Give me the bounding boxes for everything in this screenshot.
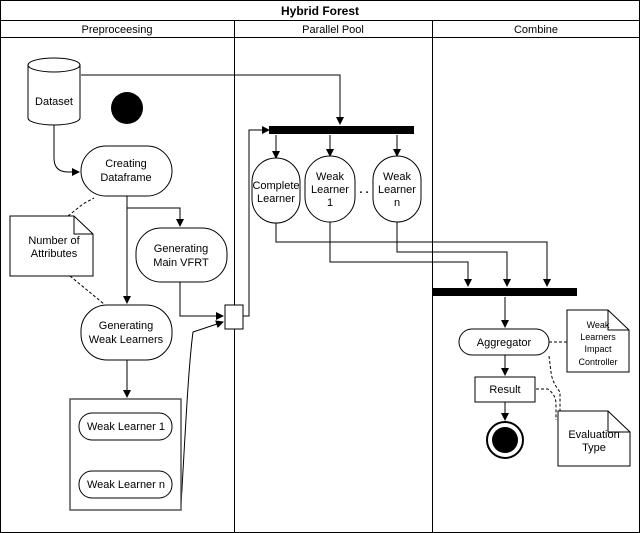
weak-learner-n-pill-label: Weak Learner n (87, 479, 165, 491)
weak-learner-n-node-label-3: n (394, 197, 400, 209)
impact-controller-label-4: Controller (578, 357, 617, 367)
dataset-label: Dataset (35, 96, 73, 108)
result-node: Result (474, 376, 536, 403)
aggregator-label: Aggregator (477, 337, 532, 349)
weak-learner-group: Weak Learner 1 Weak Learner n (69, 398, 182, 511)
edge-group-to-pin (180, 320, 224, 506)
note-link-impact-result (548, 355, 561, 411)
result-label: Result (489, 384, 520, 396)
impact-controller-label-3: Impact (584, 344, 612, 354)
note-link-attributes-weak-learners (69, 275, 105, 305)
weak-learner-n-node: Weak Learner n (372, 155, 422, 223)
creating-dataframe-node: Creating Dataframe (80, 145, 173, 197)
impact-controller-note: Weak Learners Impact Controller (566, 309, 630, 373)
start-node (111, 92, 143, 124)
edge-weak-n-to-join (396, 222, 511, 287)
weak-learner-1-node-label-2: Learner (311, 184, 349, 196)
generating-weak-learners-label-2: Weak Learners (89, 334, 164, 346)
generating-weak-learners-label-1: Generating (99, 320, 153, 332)
edge-dataframe-to-vfrt (126, 196, 184, 227)
merge-pin (224, 304, 244, 330)
number-of-attributes-note: Number of Attributes (9, 215, 94, 277)
lane-title-combine: Combine (514, 24, 558, 36)
weak-learner-n-node-label-1: Weak (383, 171, 411, 183)
weak-learner-n-pill (78, 470, 173, 499)
weak-learner-1-pill-label: Weak Learner 1 (87, 421, 165, 433)
evaluation-type-label-1: Evaluation (568, 429, 619, 441)
edge-weak-1-to-join (329, 222, 472, 287)
weak-learner-1-node-label-1: Weak (316, 171, 344, 183)
join-bar (432, 288, 577, 296)
aggregator-node: Aggregator (458, 328, 550, 356)
impact-controller-label-2: Learners (580, 332, 616, 342)
end-node (486, 421, 524, 459)
number-of-attributes-label-2: Attributes (31, 248, 78, 260)
weak-learner-1-pill (78, 412, 173, 441)
weak-learner-1-node: Weak Learner 1 (304, 155, 356, 223)
edge-pin-to-fork (243, 126, 270, 317)
edge-dataset-to-fork (81, 74, 344, 125)
evaluation-type-label-2: Type (582, 442, 606, 454)
lane-title-preprocessing: Preproceesing (82, 24, 153, 36)
complete-learner-node: Complete Learner (251, 157, 301, 224)
dataset-node: Dataset (27, 57, 81, 126)
evaluation-type-note: Evaluation Type (557, 410, 631, 467)
complete-learner-label-2: Learner (257, 193, 295, 205)
number-of-attributes-label-1: Number of (28, 235, 80, 247)
learners-ellipsis: . . (359, 184, 368, 196)
lane-title-parallel-pool: Parallel Pool (302, 24, 364, 36)
generating-weak-learners-node: Generating Weak Learners (80, 304, 173, 361)
generating-main-vfrt-node: Generating Main VFRT (135, 227, 228, 283)
edge-dataset-to-dataframe (53, 124, 80, 176)
weak-learner-1-node-label-3: 1 (327, 197, 333, 209)
creating-dataframe-label-1: Creating (105, 158, 147, 170)
note-link-evaluation-type (536, 388, 557, 420)
complete-learner-label-1: Complete (252, 180, 299, 192)
diagram-title: Hybrid Forest (281, 4, 359, 18)
note-link-attributes-dataframe (67, 197, 95, 217)
weak-learner-n-node-label-2: Learner (378, 184, 416, 196)
impact-controller-label-1: Weak (587, 320, 610, 330)
generating-main-vfrt-label-2: Main VFRT (153, 257, 209, 269)
generating-main-vfrt-label-1: Generating (154, 243, 208, 255)
creating-dataframe-label-2: Dataframe (100, 172, 151, 184)
edge-complete-to-join (275, 223, 551, 287)
edge-vfrt-to-pin (179, 282, 224, 320)
fork-bar (269, 126, 414, 134)
